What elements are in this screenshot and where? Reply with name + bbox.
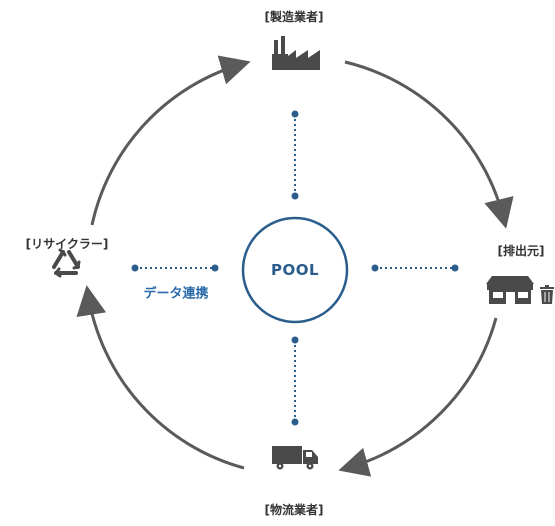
arrow-recycler-to-manufacturer (90, 55, 251, 226)
shop-and-trash-icon (486, 276, 554, 304)
connector-left (131, 264, 219, 272)
arrow-logistics-to-recycler (76, 285, 245, 470)
recycle-icon (52, 248, 81, 278)
data-link-label: データ連携 (143, 286, 209, 302)
connector-top (291, 110, 299, 200)
pool-circle (241, 216, 349, 324)
factory-icon (272, 36, 320, 70)
arrow-manufacturer-to-source (344, 60, 514, 229)
arrow-source-to-logistics (338, 317, 498, 477)
pool-label: POOL (270, 261, 320, 279)
label-logistics: [物流業者] (264, 503, 324, 517)
truck-icon (272, 446, 318, 470)
label-source: [排出元] (497, 244, 545, 258)
label-recycler: [リサイクラー] (25, 237, 109, 251)
label-manufacturer: [製造業者] (264, 10, 324, 24)
connector-bottom (291, 336, 299, 426)
connector-right (371, 264, 459, 272)
